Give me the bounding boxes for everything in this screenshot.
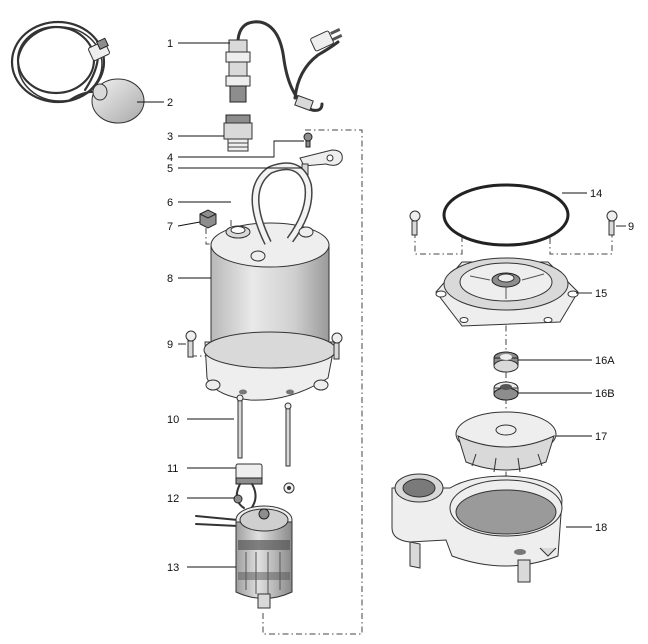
callout-9-left: 9 xyxy=(167,339,173,351)
callout-12: 12 xyxy=(167,493,179,505)
callout-13: 13 xyxy=(167,562,179,574)
callout-2: 2 xyxy=(167,97,173,109)
clip-and-screw xyxy=(299,132,343,179)
volute-screws xyxy=(409,210,618,236)
callout-10: 10 xyxy=(167,414,179,426)
callout-15: 15 xyxy=(595,288,607,300)
callout-4: 4 xyxy=(167,152,173,164)
float-switch xyxy=(10,20,145,124)
callout-9-right: 9 xyxy=(628,221,634,233)
callout-1: 1 xyxy=(167,38,173,50)
volute xyxy=(391,473,563,583)
callout-16b: 16B xyxy=(595,388,615,400)
callout-6: 6 xyxy=(167,197,173,209)
callout-18: 18 xyxy=(595,522,607,534)
motor-housing xyxy=(203,162,337,401)
leader-lines xyxy=(137,42,626,568)
bolts xyxy=(236,394,295,494)
housing-screws xyxy=(185,330,343,360)
cord-connector xyxy=(223,114,253,152)
callout-16a: 16A xyxy=(595,355,615,367)
callouts: 1 2 3 4 5 6 7 8 9 10 11 12 13 14 9 15 16… xyxy=(167,38,634,574)
seal-plate xyxy=(435,257,579,327)
callout-3: 3 xyxy=(167,131,173,143)
callout-7: 7 xyxy=(167,221,173,233)
power-cord xyxy=(225,20,343,112)
wires xyxy=(195,483,257,527)
callout-5: 5 xyxy=(167,163,173,175)
seal-seat xyxy=(493,381,519,401)
impeller xyxy=(455,411,557,473)
callout-8: 8 xyxy=(167,273,173,285)
callout-17: 17 xyxy=(595,431,607,443)
callout-11: 11 xyxy=(167,463,178,475)
o-ring xyxy=(442,183,570,247)
capacitor xyxy=(235,463,263,485)
callout-14: 14 xyxy=(590,188,602,200)
shaft-seal xyxy=(493,351,519,373)
pipe-plug xyxy=(199,209,217,229)
motor xyxy=(235,505,293,609)
